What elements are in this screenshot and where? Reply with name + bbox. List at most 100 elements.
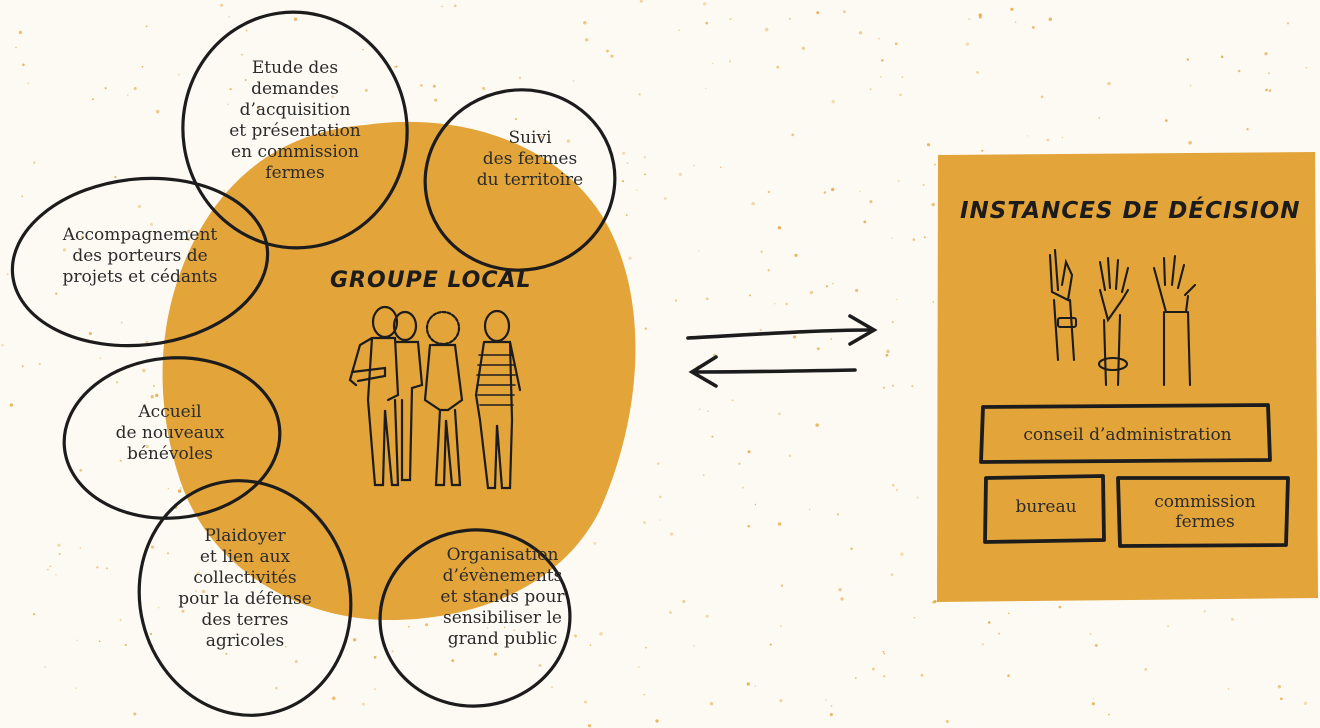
- speckle: [38, 363, 41, 366]
- speckle: [891, 384, 894, 387]
- speckle: [816, 347, 820, 351]
- speckle: [599, 632, 603, 636]
- speckle: [518, 76, 522, 79]
- speckle: [1265, 88, 1268, 92]
- speckle: [1268, 72, 1270, 75]
- speckle: [698, 408, 701, 411]
- speckle: [705, 614, 709, 618]
- speckle: [150, 222, 153, 226]
- box-commission-text: commission fermes: [1154, 492, 1256, 532]
- speckle: [707, 410, 709, 412]
- speckle: [719, 166, 722, 169]
- speckle: [18, 30, 23, 35]
- speckle: [705, 297, 709, 301]
- speckle: [777, 522, 782, 526]
- speckle: [981, 643, 985, 646]
- speckle: [47, 568, 49, 571]
- speckle: [830, 337, 833, 340]
- speckle: [626, 162, 629, 164]
- speckle: [513, 629, 515, 632]
- speckle: [890, 573, 894, 576]
- speckle: [1167, 625, 1169, 627]
- speckle: [643, 156, 646, 159]
- speckle: [486, 627, 489, 629]
- speckle: [920, 673, 924, 677]
- speckle: [610, 54, 614, 58]
- speckle: [778, 412, 781, 416]
- speckle: [1277, 685, 1281, 689]
- speckle: [451, 659, 455, 663]
- speckle: [115, 381, 119, 384]
- petal-organisation-outline: [378, 528, 572, 708]
- speckle: [746, 682, 750, 686]
- speckle: [1007, 674, 1010, 678]
- speckle: [124, 643, 127, 647]
- speckle: [668, 611, 672, 614]
- speckle: [569, 176, 571, 178]
- speckle: [658, 519, 661, 521]
- speckle: [709, 702, 714, 706]
- speckle: [978, 13, 982, 17]
- speckle: [777, 226, 782, 230]
- speckle: [869, 200, 873, 204]
- speckle: [133, 712, 137, 716]
- speckle: [180, 487, 182, 489]
- box-commission-outline: [1116, 476, 1290, 548]
- speckle: [314, 60, 316, 62]
- speckle: [55, 574, 57, 576]
- speckle: [858, 31, 863, 35]
- speckle: [885, 353, 889, 357]
- speckle: [678, 29, 680, 31]
- speckle: [978, 15, 982, 19]
- speckle: [229, 87, 232, 91]
- speckle: [166, 552, 170, 555]
- speckle: [655, 719, 659, 723]
- speckle: [1014, 21, 1017, 23]
- speckle: [898, 180, 900, 182]
- speckle: [114, 175, 117, 179]
- speckle: [670, 532, 674, 536]
- speckle: [293, 17, 298, 21]
- speckle: [1, 344, 4, 347]
- speckle: [256, 106, 261, 110]
- speckle: [1246, 128, 1249, 131]
- petal-accueil-outline: [62, 356, 282, 520]
- speckle: [223, 190, 225, 192]
- speckle: [1186, 58, 1190, 61]
- speckle: [779, 699, 783, 703]
- speckle: [550, 686, 554, 689]
- speckle: [659, 495, 662, 499]
- speckle: [815, 423, 819, 427]
- speckle: [195, 590, 197, 592]
- box-bureau-outline: [983, 474, 1106, 544]
- speckle: [791, 133, 795, 137]
- speckle: [901, 76, 904, 78]
- speckle: [987, 621, 991, 624]
- speckle: [420, 84, 423, 87]
- arrow-to-decision: [686, 314, 878, 346]
- speckle: [843, 10, 846, 14]
- speckle: [759, 328, 763, 332]
- speckle: [96, 566, 99, 569]
- speckle: [584, 38, 589, 42]
- instances-decision-title: INSTANCES DE DÉCISION: [960, 198, 1301, 224]
- speckle: [738, 462, 741, 465]
- speckle: [692, 645, 695, 647]
- speckle: [754, 503, 757, 506]
- raised-hands-illustration: [1048, 248, 1197, 387]
- speckle: [167, 488, 169, 490]
- speckle: [373, 655, 377, 659]
- speckle: [133, 87, 137, 90]
- speckle: [155, 109, 160, 114]
- petal-etude-text: Etude des demandes d’acquisition et prés…: [229, 58, 361, 183]
- speckle: [760, 250, 763, 253]
- speckle: [1165, 119, 1168, 122]
- speckle: [152, 384, 155, 388]
- speckle: [823, 191, 827, 194]
- speckle: [912, 238, 916, 241]
- people-illustration: [348, 305, 522, 490]
- box-conseil-text: conseil d’administration: [1023, 425, 1232, 445]
- speckle: [391, 650, 394, 653]
- speckle: [682, 599, 686, 603]
- speckle: [587, 724, 592, 728]
